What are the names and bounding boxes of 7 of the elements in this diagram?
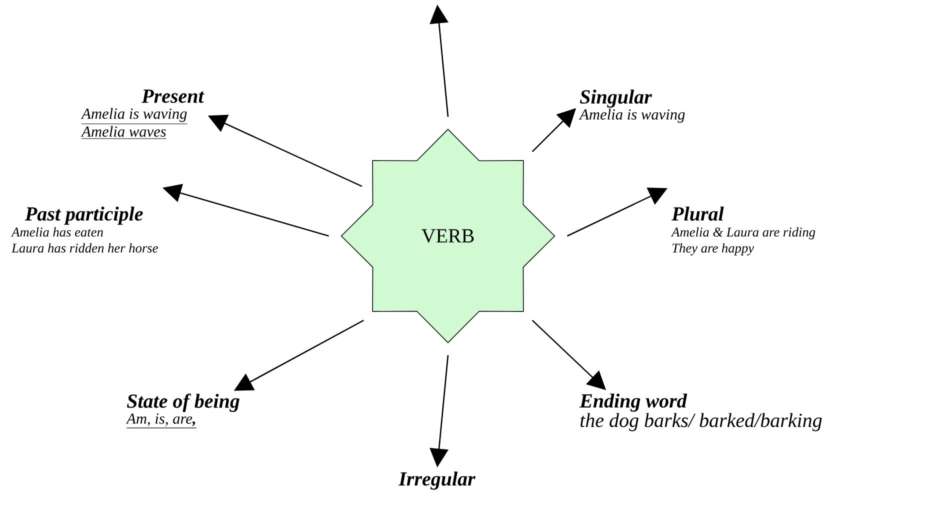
category-text: Ending word the dog barks/ barked/barking xyxy=(579,394,822,432)
category-text: Present Amelia is waving Amelia waves xyxy=(80,90,204,139)
category-text: Past participle Amelia has eaten Laura has ridden her horse xyxy=(10,206,158,253)
category-text: Plural Amelia & Laura are riding They are happy xyxy=(670,206,816,256)
category-text: Irregular xyxy=(398,472,476,490)
category-text: State of being Am, is, are, xyxy=(126,394,240,428)
category-text: Singular Amelia is waving xyxy=(578,90,685,123)
